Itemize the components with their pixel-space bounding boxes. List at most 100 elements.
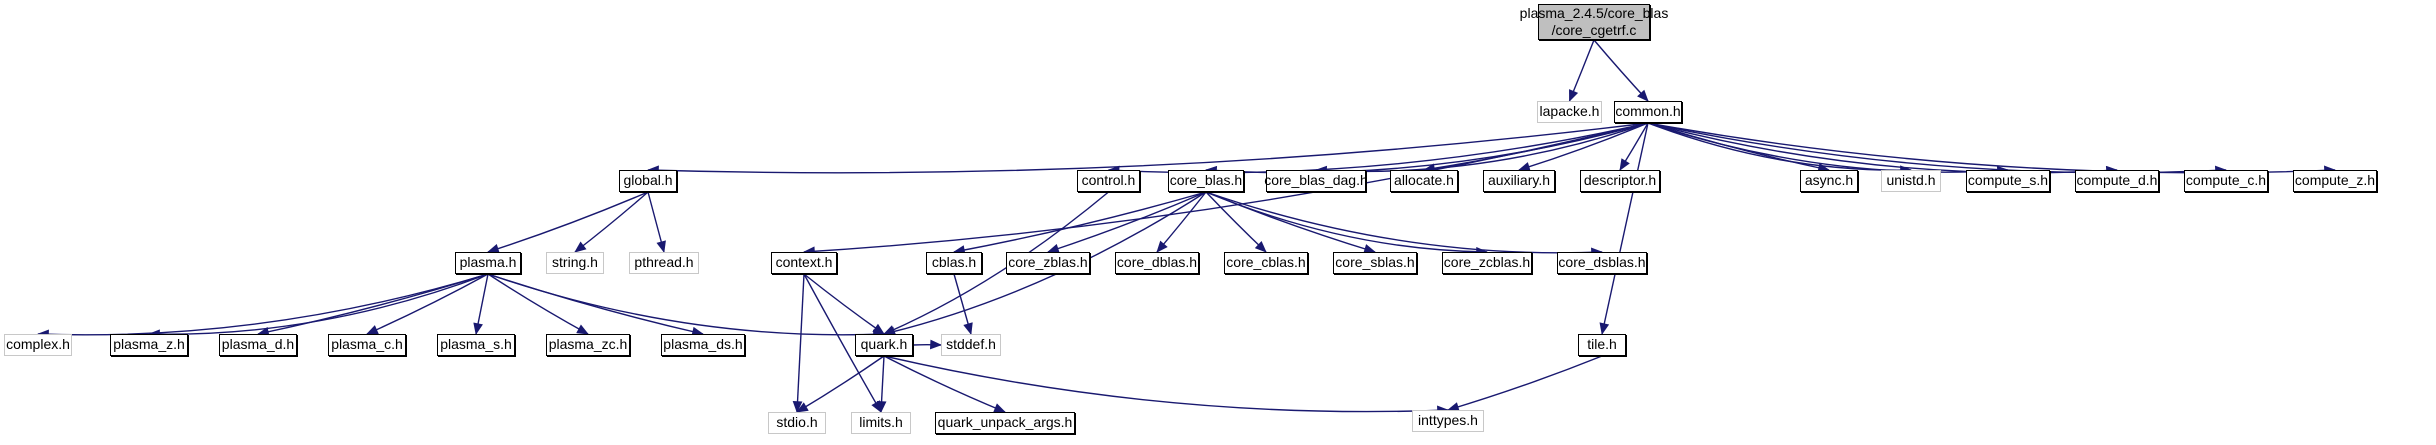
node-stddef[interactable]: stddef.h	[941, 334, 1001, 356]
edge-common-to-compute_d	[1647, 122, 2118, 176]
node-tile[interactable]: tile.h	[1578, 334, 1626, 356]
node-label-tile: tile.h	[1587, 336, 1617, 353]
node-label-plasma: plasma.h	[459, 254, 517, 271]
node-descriptor[interactable]: descriptor.h	[1580, 170, 1660, 192]
node-label-cblas: cblas.h	[931, 254, 977, 271]
edge-core_blas-to-core_sblas	[1205, 191, 1376, 254]
node-plasma_d[interactable]: plasma_d.h	[219, 334, 297, 356]
node-control[interactable]: control.h	[1077, 170, 1140, 192]
node-label-core_dblas: core_dblas.h	[1116, 254, 1198, 271]
node-label-compute_z: compute_z.h	[2294, 172, 2376, 189]
node-core_zcblas[interactable]: core_zcblas.h	[1442, 252, 1532, 274]
node-label-core_sblas: core_sblas.h	[1335, 254, 1415, 271]
node-pthread[interactable]: pthread.h	[629, 252, 699, 274]
edge-global-to-plasma	[487, 191, 649, 254]
node-inttypes[interactable]: inttypes.h	[1412, 410, 1484, 432]
node-compute_z[interactable]: compute_z.h	[2293, 170, 2377, 192]
edge-common-to-tile	[1599, 122, 1649, 335]
edge-common-to-descriptor	[1619, 122, 1649, 171]
edge-plasma-to-complex	[37, 273, 489, 340]
node-label-common: common.h	[1615, 103, 1681, 120]
node-core_blas[interactable]: core_blas.h	[1168, 170, 1244, 192]
node-label-global: global.h	[623, 172, 673, 189]
node-label-quark_unpack_args: quark_unpack_args.h	[937, 414, 1073, 431]
node-async[interactable]: async.h	[1800, 170, 1858, 192]
node-core_blas_dag[interactable]: core_blas_dag.h	[1264, 170, 1368, 192]
node-label-root: plasma_2.4.5/core_blas /core_cgetrf.c	[1519, 4, 1669, 39]
edge-common-to-control	[1107, 122, 1649, 176]
node-core_sblas[interactable]: core_sblas.h	[1333, 252, 1417, 274]
node-allocate[interactable]: allocate.h	[1390, 170, 1458, 192]
edge-core_blas-to-core_zcblas	[1205, 191, 1488, 257]
node-plasma_z[interactable]: plasma_z.h	[110, 334, 188, 356]
node-plasma[interactable]: plasma.h	[455, 252, 521, 274]
node-unistd[interactable]: unistd.h	[1881, 170, 1941, 192]
node-label-descriptor: descriptor.h	[1583, 172, 1657, 189]
node-stdio[interactable]: stdio.h	[768, 412, 826, 434]
node-label-compute_d: compute_d.h	[2076, 172, 2158, 189]
edge-global-to-string	[574, 191, 649, 253]
edge-quark-to-quark_unpack_args	[883, 355, 1006, 413]
edge-core_blas-to-core_dsblas	[1205, 191, 1603, 258]
node-label-limits: limits.h	[859, 414, 903, 431]
node-complex[interactable]: complex.h	[4, 334, 72, 356]
node-quark_unpack_args[interactable]: quark_unpack_args.h	[935, 412, 1075, 434]
edge-plasma-to-plasma_s	[473, 273, 489, 335]
node-root: plasma_2.4.5/core_blas /core_cgetrf.c	[1520, 4, 1668, 40]
node-core_cblas[interactable]: core_cblas.h	[1224, 252, 1308, 274]
node-cblas[interactable]: cblas.h	[926, 252, 982, 274]
node-limits[interactable]: limits.h	[851, 412, 911, 434]
node-context[interactable]: context.h	[771, 252, 837, 274]
node-core_dsblas[interactable]: core_dsblas.h	[1557, 252, 1647, 274]
edge-global-to-pthread	[647, 191, 666, 253]
node-label-control: control.h	[1081, 172, 1136, 189]
node-compute_d[interactable]: compute_d.h	[2075, 170, 2159, 192]
node-label-stddef: stddef.h	[946, 336, 996, 353]
node-label-plasma_zc: plasma_zc.h	[548, 336, 628, 353]
edge-plasma-to-quark	[487, 273, 885, 340]
edge-core_blas-to-cblas	[953, 191, 1207, 255]
node-label-complex: complex.h	[6, 336, 70, 353]
node-global[interactable]: global.h	[619, 170, 677, 192]
node-compute_s[interactable]: compute_s.h	[1966, 170, 2050, 192]
node-common[interactable]: common.h	[1614, 101, 1682, 123]
node-auxiliary[interactable]: auxiliary.h	[1483, 170, 1555, 192]
edge-context-to-quark	[803, 273, 885, 335]
node-label-context: context.h	[775, 254, 833, 271]
node-label-inttypes: inttypes.h	[1418, 412, 1478, 429]
edges-group	[37, 39, 2336, 416]
node-plasma_s[interactable]: plasma_s.h	[437, 334, 515, 356]
node-label-core_cblas: core_cblas.h	[1226, 254, 1306, 271]
node-plasma_ds[interactable]: plasma_ds.h	[661, 334, 745, 356]
node-label-compute_c: compute_c.h	[2185, 172, 2267, 189]
edge-plasma-to-plasma_ds	[487, 273, 704, 337]
node-core_zblas[interactable]: core_zblas.h	[1006, 252, 1090, 274]
edge-root-to-lapacke	[1568, 39, 1595, 102]
node-core_dblas[interactable]: core_dblas.h	[1115, 252, 1199, 274]
node-lapacke[interactable]: lapacke.h	[1537, 101, 1602, 123]
node-label-core_zblas: core_zblas.h	[1008, 254, 1088, 271]
edge-common-to-auxiliary	[1518, 122, 1649, 172]
node-quark[interactable]: quark.h	[855, 334, 913, 356]
node-label-allocate: allocate.h	[1394, 172, 1454, 189]
node-label-core_dsblas: core_dsblas.h	[1558, 254, 1646, 271]
edge-common-to-compute_s	[1647, 122, 2009, 176]
edge-common-to-core_blas_dag	[1315, 122, 1649, 176]
node-label-string: string.h	[552, 254, 598, 271]
edge-tile-to-inttypes	[1447, 355, 1603, 412]
node-plasma_zc[interactable]: plasma_zc.h	[546, 334, 630, 356]
edge-quark-to-stdio	[796, 355, 885, 413]
edge-core_blas-to-core_dblas	[1156, 191, 1207, 253]
edge-common-to-compute_z	[1647, 122, 2336, 176]
node-label-plasma_c: plasma_c.h	[331, 336, 403, 353]
edge-common-to-allocate	[1423, 122, 1649, 174]
node-label-core_blas_dag: core_blas_dag.h	[1264, 172, 1368, 189]
edge-common-to-async	[1647, 122, 1830, 173]
node-label-compute_s: compute_s.h	[1967, 172, 2049, 189]
edge-common-to-core_blas	[1205, 122, 1649, 176]
node-string[interactable]: string.h	[546, 252, 604, 274]
node-label-plasma_z: plasma_z.h	[113, 336, 185, 353]
node-plasma_c[interactable]: plasma_c.h	[328, 334, 406, 356]
node-compute_c[interactable]: compute_c.h	[2184, 170, 2268, 192]
